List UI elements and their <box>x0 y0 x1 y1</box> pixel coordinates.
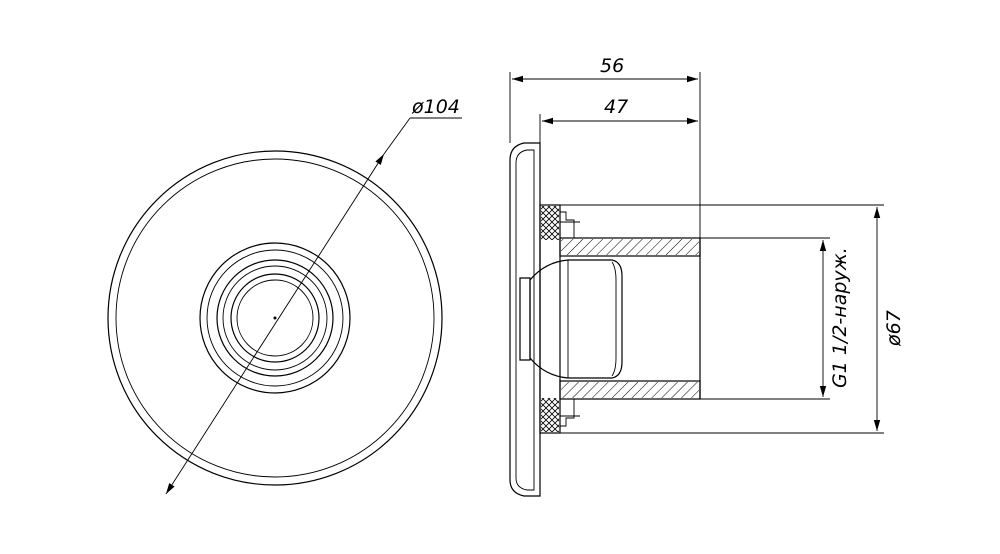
overall-length-label: 56 <box>600 55 624 77</box>
body-length-label: 47 <box>604 96 628 118</box>
ball-front-ring <box>519 277 531 361</box>
flange-plate <box>509 142 541 497</box>
diameter-leader-extension <box>383 117 411 155</box>
flange-diameter-label: ø67 <box>883 310 905 347</box>
clip-bottom <box>560 399 575 427</box>
tube-top-hatch <box>561 239 699 255</box>
tube-bottom-hatch <box>561 382 699 398</box>
ball-rear-edge <box>611 261 617 377</box>
front-view: ø104 <box>107 96 462 495</box>
front-diameter-label: ø104 <box>411 96 460 118</box>
clip-top <box>560 211 575 238</box>
seal-bottom-hatch <box>541 398 559 432</box>
side-section-view: 56 47 G1 1/2-наруж. ø67 <box>509 55 905 497</box>
center-point <box>273 316 277 320</box>
diameter-leader-line <box>165 153 385 495</box>
flange-body <box>539 204 561 434</box>
ball-nozzle <box>529 259 623 379</box>
thread-label: G1 1/2-наруж. <box>829 247 851 388</box>
seal-top-hatch <box>541 206 559 240</box>
flange-plate-inner <box>515 149 535 491</box>
